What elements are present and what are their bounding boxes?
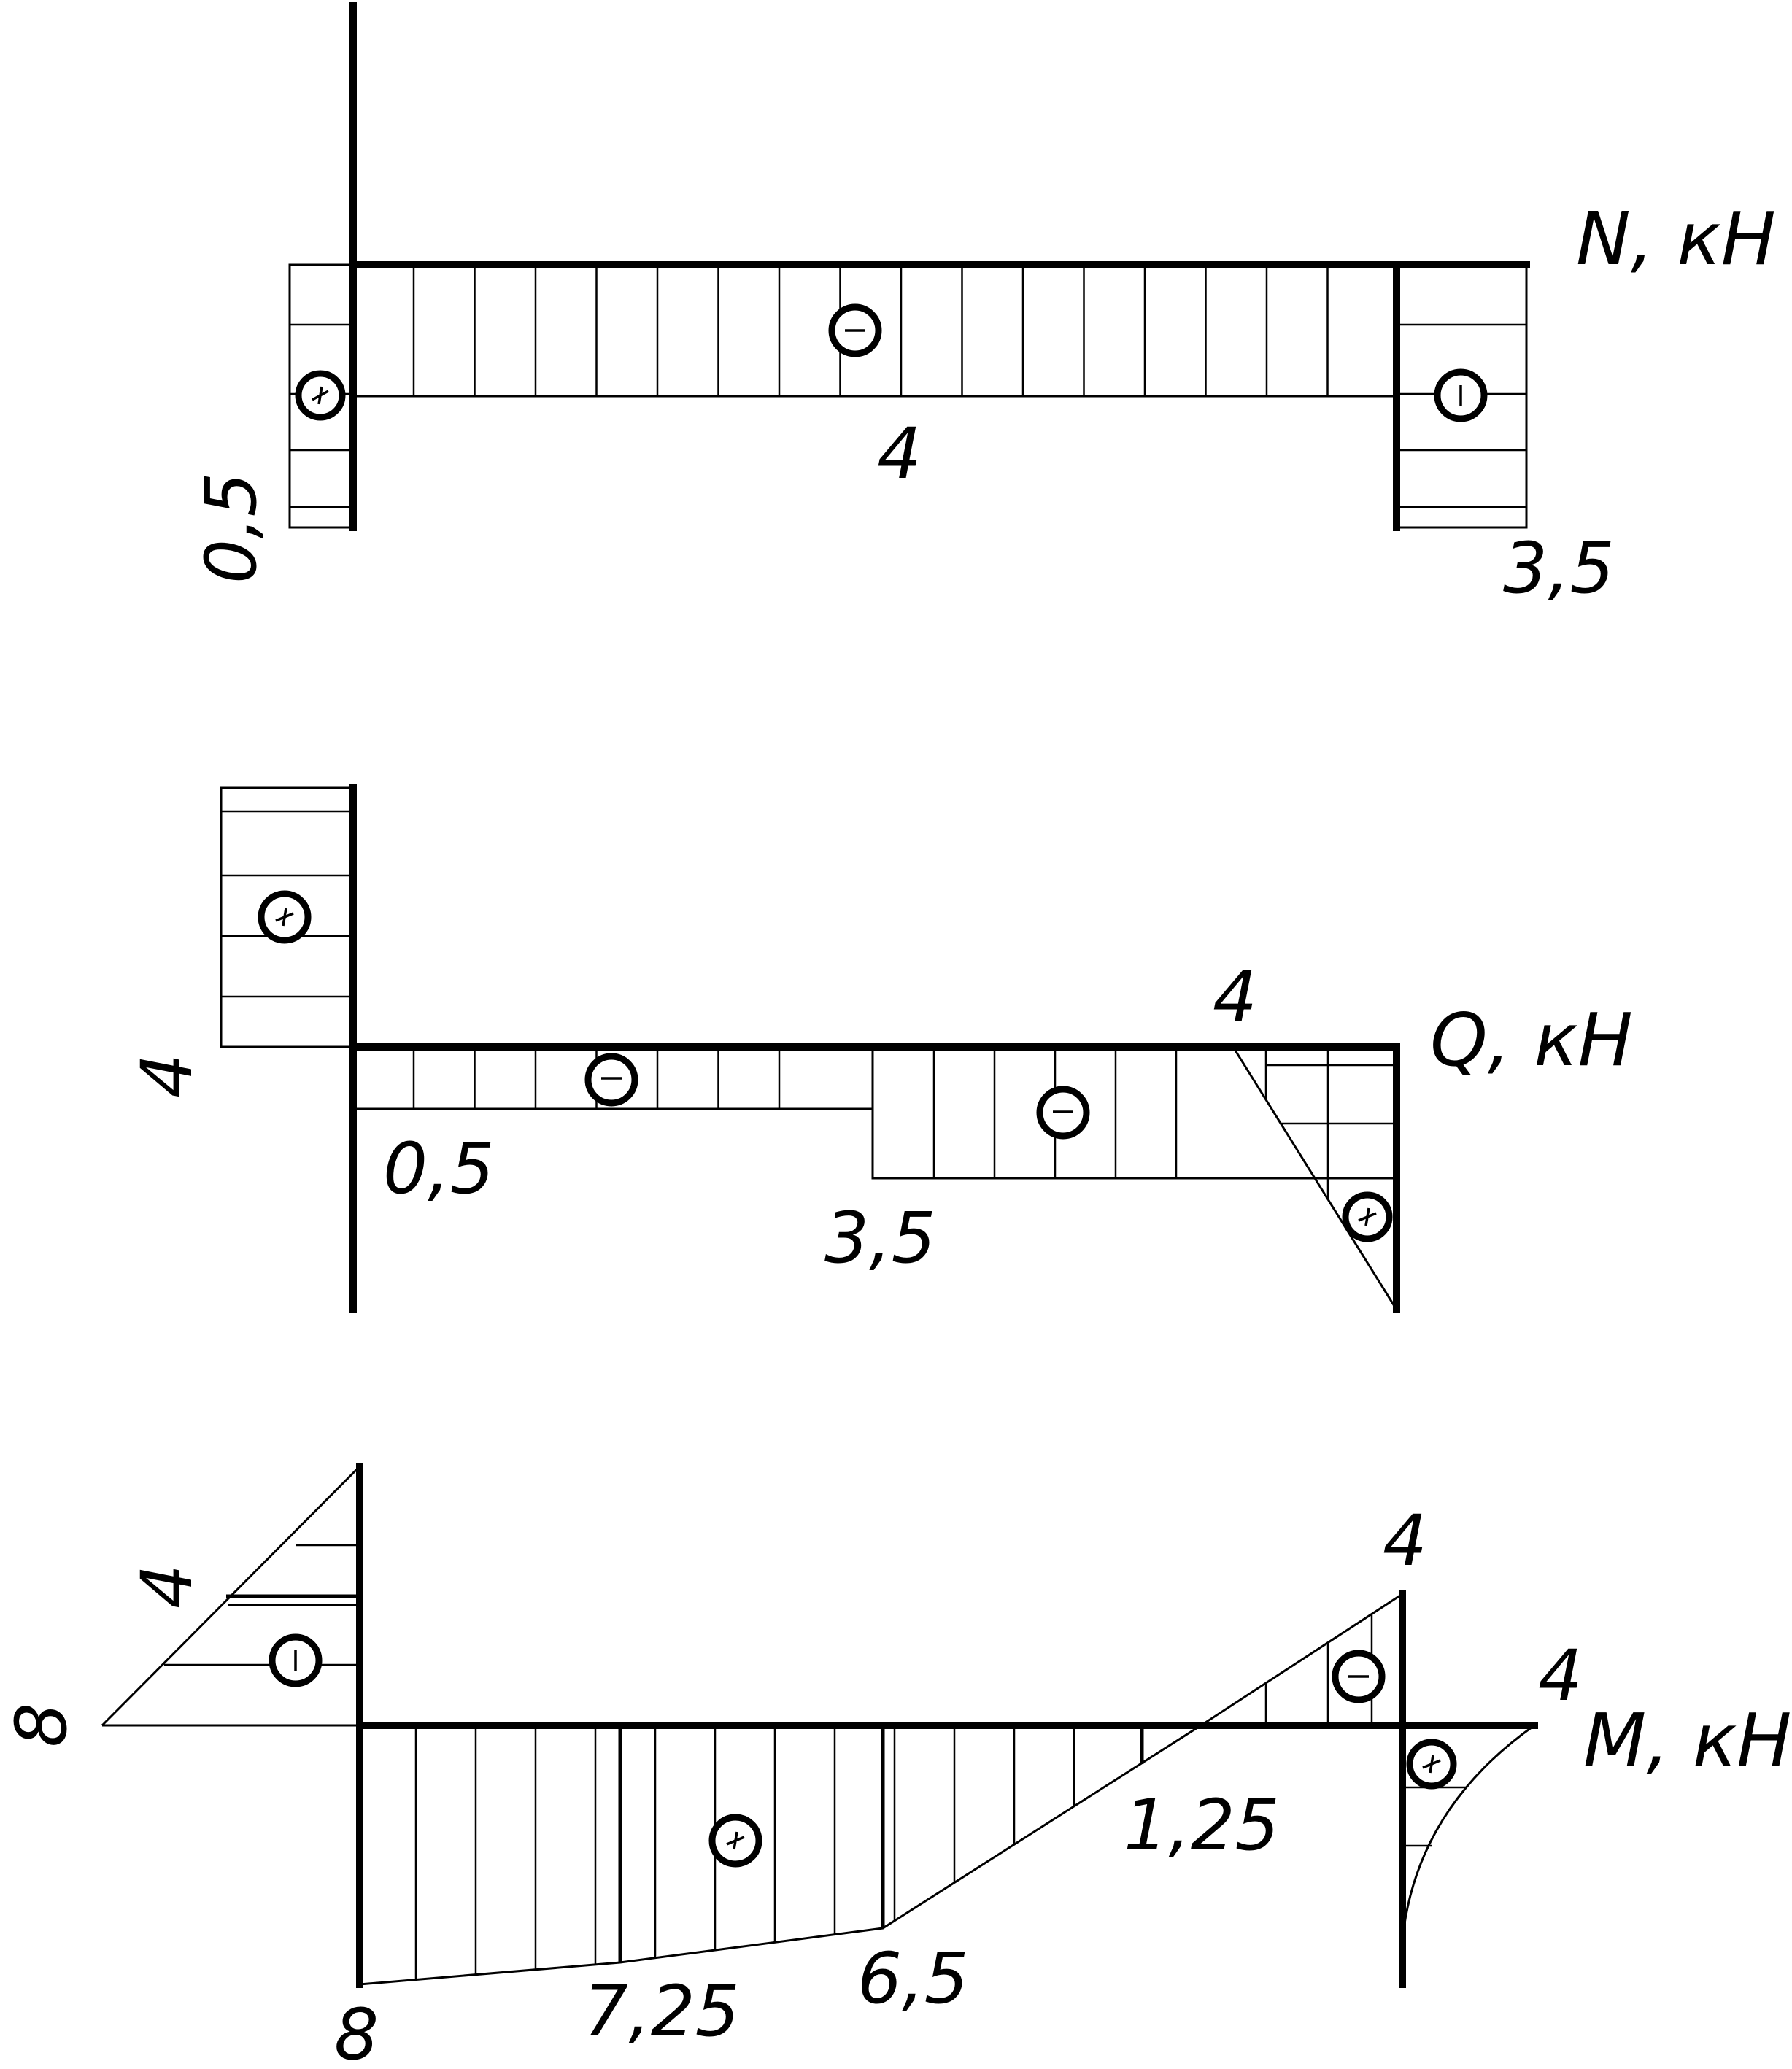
m-sign-beam bbox=[708, 1814, 762, 1868]
m-value-left-mid: 4 bbox=[126, 1564, 208, 1609]
m-value-right-top: 4 bbox=[1383, 1500, 1427, 1582]
q-sign-seg2 bbox=[1036, 1086, 1090, 1140]
m-sign-left bbox=[269, 1633, 323, 1687]
m-value-bottom-left: 8 bbox=[334, 1994, 379, 2069]
axial-force-diagram: 0,5 4 3,5 N, кН bbox=[190, 2, 1776, 609]
q-value-left: 4 bbox=[126, 1053, 208, 1098]
m-sign-right-curve bbox=[1406, 1739, 1457, 1790]
m-value-p2: 6,5 bbox=[857, 1938, 969, 2019]
n-value-left: 0,5 bbox=[190, 472, 272, 584]
q-value-right-top: 4 bbox=[1213, 956, 1257, 1038]
n-value-right: 3,5 bbox=[1503, 527, 1615, 609]
n-axis-label: N, кН bbox=[1576, 196, 1776, 282]
q-sign-right bbox=[1342, 1191, 1393, 1242]
q-sign-seg1 bbox=[584, 1053, 638, 1107]
shear-force-diagram: 4 0,5 3,5 4 Q, кН bbox=[126, 784, 1633, 1313]
m-beam-region bbox=[359, 1724, 1202, 1986]
n-sign-middle bbox=[828, 303, 882, 357]
m-left-triangle bbox=[101, 1465, 361, 1727]
q-value-seg1: 0,5 bbox=[383, 1128, 495, 1210]
m-value-p3: 1,25 bbox=[1124, 1784, 1280, 1866]
n-value-middle: 4 bbox=[877, 413, 922, 495]
m-axis-label: M, кНм bbox=[1583, 1698, 1792, 1783]
m-value-p1: 7,25 bbox=[584, 1971, 740, 2052]
q-value-seg2: 3,5 bbox=[824, 1197, 936, 1279]
q-beam-segment-2 bbox=[871, 1045, 1398, 1180]
q-sign-left bbox=[258, 890, 312, 944]
q-axis-label: Q, кН bbox=[1430, 997, 1633, 1083]
m-sign-right-triangle bbox=[1332, 1650, 1386, 1703]
n-sign-left bbox=[295, 370, 346, 421]
bending-moment-diagram: 8 4 8 7,25 6,5 1,25 4 4 M, кНм bbox=[1, 1463, 1792, 2069]
n-sign-right bbox=[1434, 368, 1488, 422]
m-value-far-right: 4 bbox=[1538, 1635, 1583, 1717]
m-value-left-max: 8 bbox=[1, 1703, 82, 1747]
q-right-region bbox=[1232, 1046, 1398, 1310]
